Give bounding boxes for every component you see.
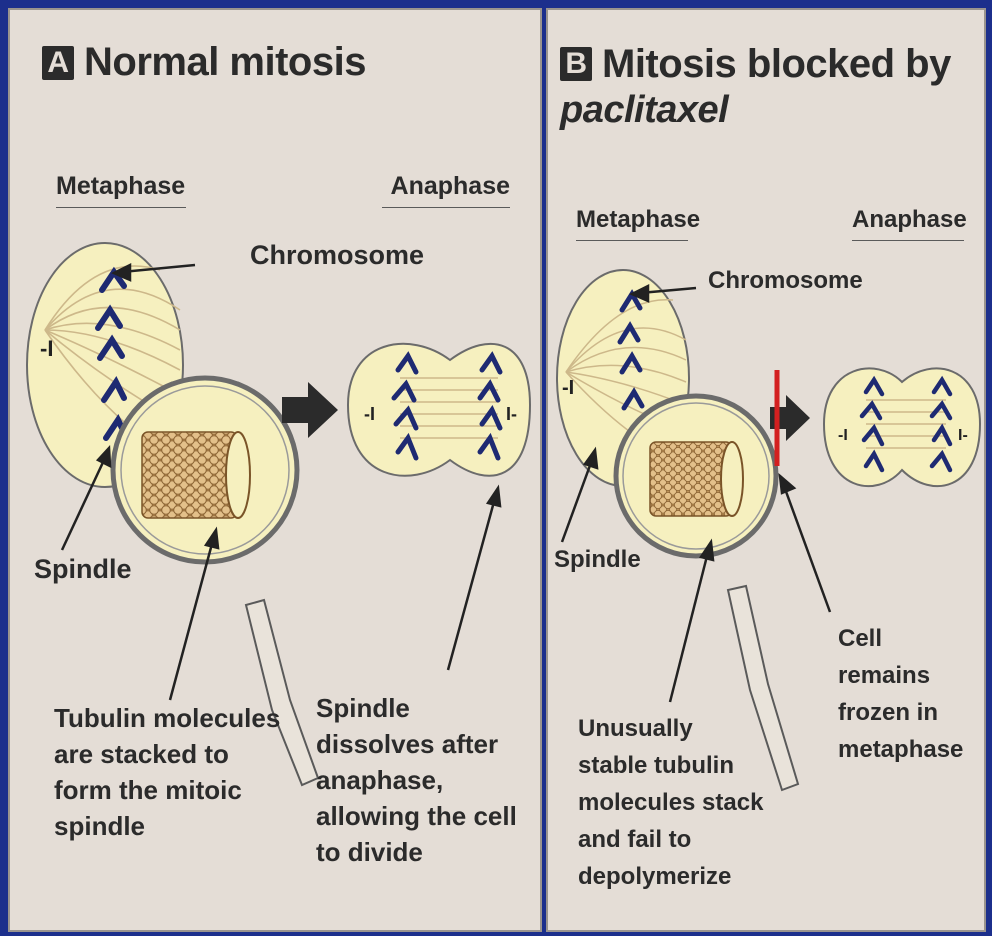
- panel-a-metaphase-label: Metaphase: [56, 172, 186, 208]
- stable-tubulin-caption: Unusually stable tubulin molecules stack…: [578, 710, 768, 895]
- svg-text:-I: -I: [364, 404, 375, 424]
- panel-b-anaphase-label: Anaphase: [852, 206, 964, 241]
- panel-a-title: Normal mitosis: [84, 40, 366, 85]
- panel-normal-mitosis: -I: [8, 8, 542, 932]
- svg-text:-I: -I: [562, 377, 574, 399]
- panel-b-chromosome-label: Chromosome: [708, 267, 863, 295]
- svg-text:-I: -I: [40, 336, 53, 361]
- frozen-metaphase-caption: Cell remains frozen in metaphase: [838, 620, 978, 768]
- panel-a-chromosome-label: Chromosome: [250, 240, 424, 271]
- panel-mitosis-blocked: -I: [546, 8, 986, 932]
- panel-a-heading: A Normal mitosis: [42, 40, 366, 85]
- panel-a-badge: A: [42, 46, 74, 80]
- anaphase-cell: -I I-: [348, 344, 530, 476]
- svg-text:I-: I-: [506, 404, 517, 424]
- panel-b-heading: B Mitosis blocked by paclitaxel: [560, 42, 951, 132]
- svg-text:I-: I-: [958, 427, 968, 444]
- spindle-dissolves-caption: Spindle dissolves after anaphase, allowi…: [316, 690, 528, 870]
- panel-b-title: Mitosis blocked by: [602, 42, 951, 86]
- panel-b-spindle-label: Spindle: [554, 546, 641, 574]
- panel-b-metaphase-label: Metaphase: [576, 206, 688, 241]
- blocked-anaphase-cell: -I I-: [824, 368, 980, 486]
- panel-a-anaphase-label: Anaphase: [382, 172, 510, 208]
- panel-b-drug-name: paclitaxel: [560, 89, 951, 132]
- tubulin-caption: Tubulin molecules are stacked to form th…: [54, 700, 284, 844]
- panel-a-spindle-label: Spindle: [34, 554, 132, 585]
- svg-text:-I: -I: [838, 427, 848, 444]
- panel-b-badge: B: [560, 47, 592, 81]
